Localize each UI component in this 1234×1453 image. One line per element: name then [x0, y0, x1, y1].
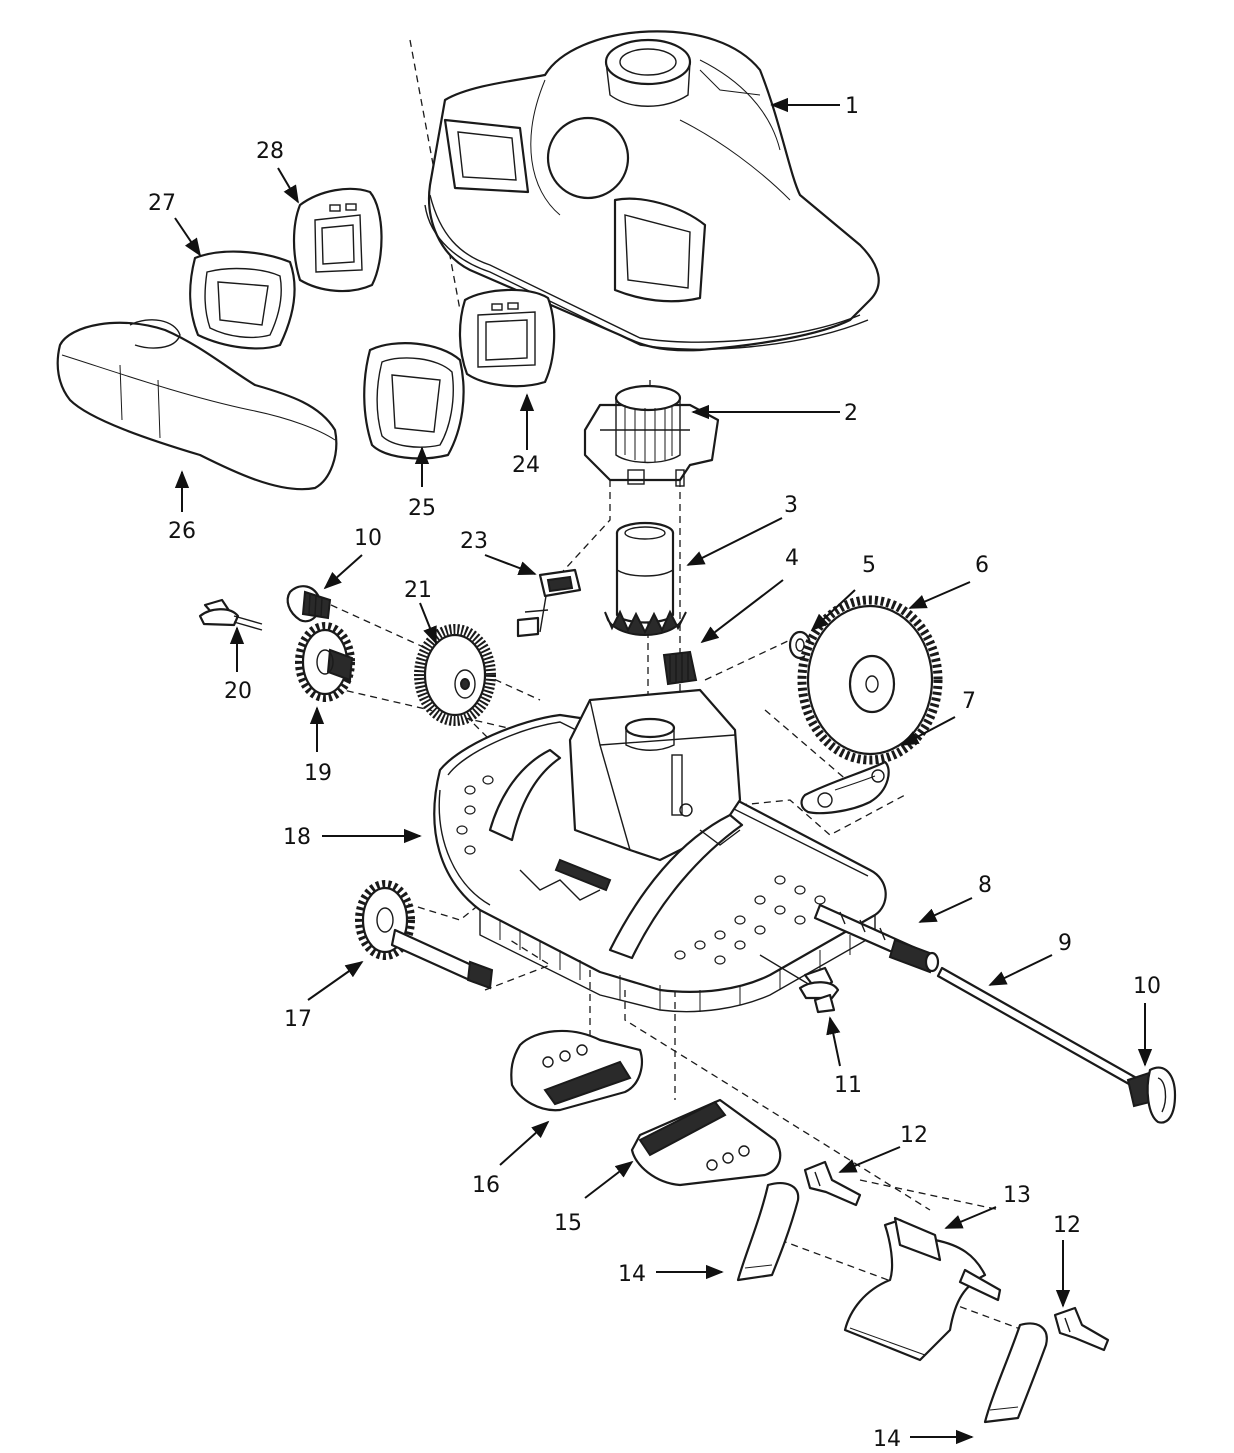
part-24-intake-frame	[458, 288, 556, 388]
callout-6: 6	[975, 553, 989, 578]
part-20-axle-clip	[198, 598, 263, 631]
part-10-end-cap-left	[286, 585, 332, 623]
part-14-strap-upper	[736, 1182, 800, 1282]
part-11-axle-clip	[759, 954, 840, 1014]
callout-4: 4	[785, 546, 799, 571]
callout-18: 18	[283, 825, 311, 850]
callout-5: 5	[862, 553, 876, 578]
callout-25: 25	[408, 496, 436, 521]
callout-27: 27	[148, 191, 176, 216]
callout-12-upper: 12	[900, 1123, 928, 1148]
callout-1: 1	[845, 94, 859, 119]
callout-20: 20	[224, 679, 252, 704]
callout-23: 23	[460, 529, 488, 554]
part-16-skid	[510, 1029, 643, 1112]
part-7-bracket	[800, 760, 890, 815]
callout-labels: 1 2 3 4 5 6 7 8 9 10 11 12 13 12 14 14 1…	[148, 94, 1161, 1452]
part-19-gear	[295, 622, 355, 702]
part-27-intake-ring	[188, 250, 296, 350]
part-1-top-hood	[424, 30, 880, 352]
part-23-clip	[516, 568, 582, 638]
part-26-bumper	[56, 319, 338, 491]
callout-9: 9	[1058, 931, 1072, 956]
part-14-strap-lower	[983, 1322, 1048, 1424]
callout-10-left: 10	[354, 526, 382, 551]
part-10-end-cap-right	[1126, 1066, 1177, 1124]
part-2-turbine-housing	[583, 384, 720, 487]
part-8-brush-axle	[813, 903, 940, 974]
callout-8: 8	[978, 873, 992, 898]
callout-3: 3	[784, 493, 798, 518]
part-25-intake-ring	[363, 342, 465, 460]
callout-14-upper: 14	[618, 1262, 646, 1287]
callout-15: 15	[554, 1211, 582, 1236]
callout-13: 13	[1003, 1183, 1031, 1208]
callout-28: 28	[256, 139, 284, 164]
callout-12-lower: 12	[1053, 1213, 1081, 1238]
callout-21: 21	[404, 578, 432, 603]
callout-7: 7	[962, 689, 976, 714]
part-4-small-gear	[662, 650, 698, 686]
callout-11: 11	[834, 1073, 862, 1098]
callout-2: 2	[844, 401, 858, 426]
callout-24: 24	[512, 453, 540, 478]
part-12-clip-upper	[803, 1160, 862, 1207]
callout-14-lower: 14	[873, 1427, 901, 1452]
part-15-skid	[630, 1098, 782, 1187]
part-21-wheel	[414, 624, 496, 726]
callout-26: 26	[168, 519, 196, 544]
part-13-brush-sleeve	[843, 1216, 1002, 1362]
part-28-intake-frame	[292, 187, 383, 293]
part-18-chassis	[433, 688, 887, 1013]
part-6-large-gear	[797, 595, 943, 765]
callout-17: 17	[284, 1007, 312, 1032]
part-3-turbine-cylinder	[604, 521, 687, 636]
leader-arrows	[174, 97, 1153, 1445]
callout-16: 16	[472, 1173, 500, 1198]
part-9-shaft	[936, 966, 1142, 1090]
callout-10-right: 10	[1133, 974, 1161, 999]
part-12-clip-lower	[1053, 1306, 1110, 1352]
part-17-drive-gear-axle	[355, 880, 494, 990]
callout-19: 19	[304, 761, 332, 786]
